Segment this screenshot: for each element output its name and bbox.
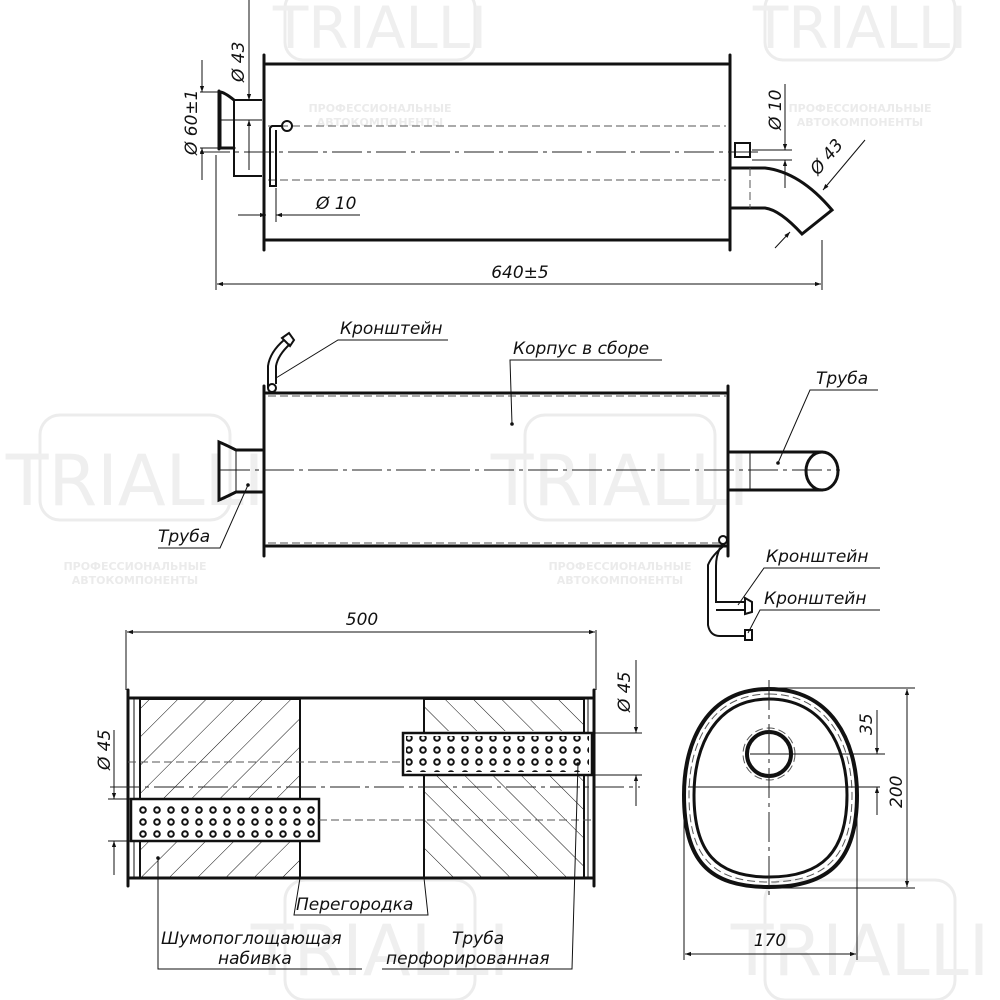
watermark-tagline: ПРОФЕССИОНАЛЬНЫЕ (63, 560, 206, 573)
dim-body-height: 200 (887, 776, 907, 808)
svg-text:TRIALLI: TRIALLI (490, 440, 750, 522)
section-view: 500 Ø 45 Ø 45 (95, 610, 642, 970)
label-bracket-lower-2: Кронштейн (764, 589, 866, 609)
label-body-assembly: Корпус в сборе (513, 339, 649, 359)
label-packing-line1: Шумопоглощающая (161, 929, 342, 949)
dim-body-length: 500 (346, 610, 378, 630)
dim-inlet-pipe-diameter: Ø 43 (229, 42, 249, 83)
svg-text:TRIALLI: TRIALLI (752, 0, 967, 62)
watermark-logo: TRIALLI (730, 878, 990, 1000)
dim-overall-length: 640±5 (491, 263, 549, 283)
watermark-tagline: АВТОКОМПОНЕНТЫ (797, 116, 923, 129)
dim-pipe-offset: 35 (857, 713, 877, 735)
label-inlet-pipe: Труба (158, 527, 210, 547)
watermark-logo: TRIALLI (752, 0, 967, 62)
label-bracket-lower-1: Кронштейн (766, 547, 868, 567)
side-view: Кронштейн Корпус в сборе Труба Труба Кро… (158, 319, 880, 641)
dim-inlet-flange-diameter: Ø 60±1 (182, 90, 202, 156)
svg-text:TRIALLI: TRIALLI (730, 910, 990, 992)
end-view: 35 200 170 (681, 680, 915, 960)
watermark-tagline: АВТОКОМПОНЕНТЫ (557, 574, 683, 587)
label-partition: Перегородка (296, 895, 413, 915)
watermark-logo: TRIALLI (272, 0, 487, 62)
svg-text:TRIALLI: TRIALLI (250, 910, 510, 992)
label-perf-pipe-line1: Труба (452, 929, 504, 949)
label-outlet-pipe: Труба (816, 369, 868, 389)
label-perf-pipe-line2: перфорированная (386, 949, 550, 969)
dim-body-width: 170 (754, 931, 786, 951)
watermark-tagline: АВТОКОМПОНЕНТЫ (317, 116, 443, 129)
watermark-logo: TRIALLI (250, 878, 510, 1000)
top-view: Ø 60±1 Ø 43 Ø 10 Ø 10 Ø 43 640±5 (182, 0, 866, 290)
label-packing-line2: набивка (218, 949, 292, 969)
watermark-tagline: АВТОКОМПОНЕНТЫ (72, 574, 198, 587)
label-bracket-top: Кронштейн (340, 319, 442, 339)
dim-right-pipe-diameter: Ø 45 (615, 672, 635, 713)
watermark-logo: TRIALLI (5, 413, 265, 522)
watermark-logo: TRIALLI (490, 413, 750, 522)
dim-bracket-left-diameter: Ø 10 (315, 194, 356, 214)
dim-outlet-pipe-diameter: Ø 43 (806, 135, 848, 180)
dim-bracket-right-diameter: Ø 10 (766, 90, 786, 131)
watermark-tagline: ПРОФЕССИОНАЛЬНЫЕ (308, 102, 451, 115)
watermark-tagline: ПРОФЕССИОНАЛЬНЫЕ (788, 102, 931, 115)
watermark-tagline: ПРОФЕССИОНАЛЬНЫЕ (548, 560, 691, 573)
svg-text:TRIALLI: TRIALLI (272, 0, 487, 62)
dim-left-pipe-diameter: Ø 45 (95, 730, 115, 771)
svg-text:TRIALLI: TRIALLI (5, 440, 265, 522)
watermark-group: TRIALLI TRIALLI TRIALLI TRIALLI TRIALLI … (5, 0, 990, 1000)
